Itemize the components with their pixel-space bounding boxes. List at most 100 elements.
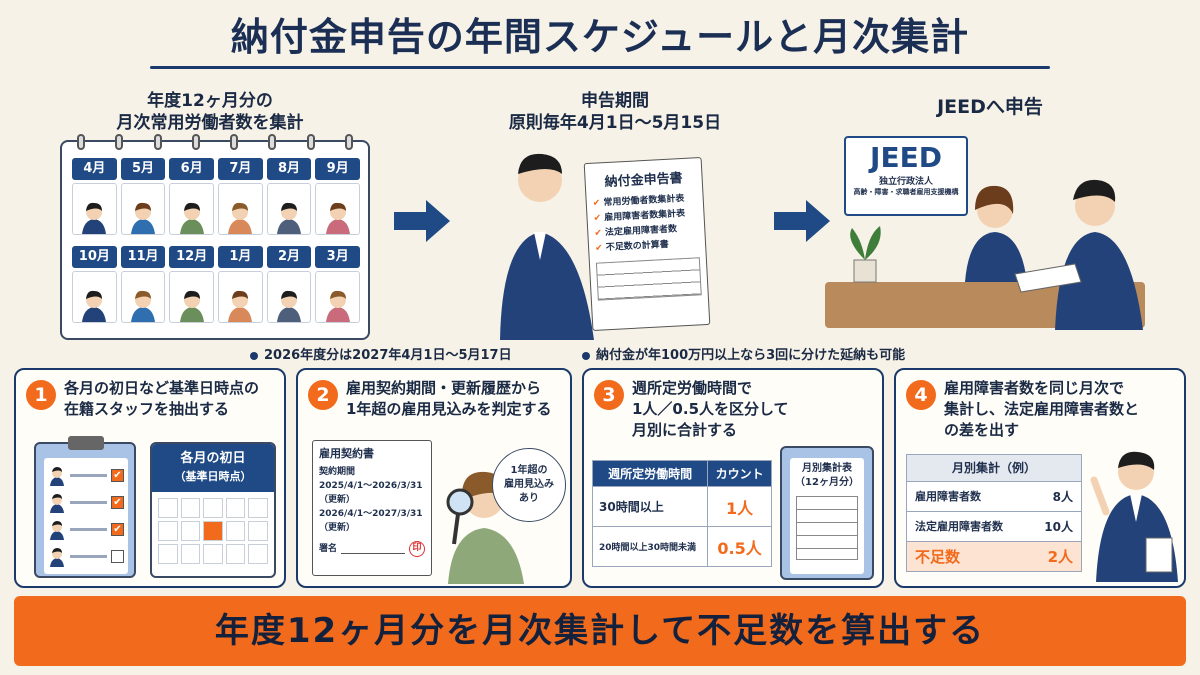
checklist-row: ✔ (48, 489, 124, 516)
staff-checklist-clipboard: ✔ ✔ ✔ (34, 436, 136, 578)
check-icon: ✔ (594, 228, 603, 239)
step-2-number: 2 (308, 380, 338, 410)
jeed-sign: JEED 独立行政法人 高齢・障害・求職者雇用支援機構 (844, 136, 968, 216)
calendar-month-0: 4月 (72, 158, 117, 235)
shortfall-row-3-label: 不足数 (915, 548, 961, 566)
step-4-number: 4 (906, 380, 936, 410)
step-1-text-line2: 在籍スタッフを抽出する (64, 400, 230, 418)
calendar-month-2: 6月 (169, 158, 215, 235)
checklist-row: ✔ (48, 516, 124, 543)
filing-period-title: 申告期間 (581, 91, 649, 111)
judgement-speech-bubble: 1年超の 雇用見込み あり (492, 448, 566, 522)
shortfall-row-2-label: 法定雇用障害者数 (915, 520, 1003, 533)
step-1-panel: 1 各月の初日など基準日時点の 在籍スタッフを抽出する ✔✔✔ 各月の初日 （基… (14, 368, 286, 588)
calendar-month-3: 7月 (218, 158, 263, 235)
employee-avatar-icon (228, 290, 253, 322)
month-label: 8月 (266, 158, 312, 180)
reception-staff-icon (965, 179, 1143, 330)
document-title: 納付金申告書 (604, 171, 684, 191)
month-cell (72, 271, 117, 323)
employee-avatar-icon (277, 290, 302, 322)
month-cell (120, 183, 166, 235)
summary-sheet-title: 月別集計表 (802, 463, 852, 474)
bullet-note-2-text: 納付金が年100万円以上なら3回に分けた延納も可能 (596, 348, 906, 363)
contract-sign-label: 署名 (319, 544, 338, 554)
hours-row-2-label: 20時間以上30時間未満 (599, 543, 697, 553)
jeed-sub-1: 独立行政法人 (878, 177, 933, 187)
hours-row-1: 30時間以上 (591, 486, 709, 527)
step-4-text-line3: の差を出す (944, 421, 1020, 439)
calendar-day-cell (180, 521, 201, 541)
step-4-panel: 4 雇用障害者数を同じ月次で 集計し、法定雇用障害者数と の差を出す 月別集計（… (894, 368, 1186, 588)
step-1-number: 1 (26, 380, 56, 410)
plant-icon (850, 226, 881, 283)
jeed-label: JEEDへ申告 (937, 96, 1043, 118)
step-4-text-line1: 雇用障害者数を同じ月次で (944, 379, 1125, 397)
calendar-month-4: 8月 (266, 158, 312, 235)
month-cell (169, 183, 215, 235)
jeed-logo-text: JEED (870, 141, 942, 174)
calendar-day-cell (158, 544, 178, 564)
filing-period-label: 申告期間 原則毎年4月1日〜5月15日 (470, 90, 760, 134)
month-label: 10月 (72, 246, 117, 268)
calendar-day-cell (225, 498, 246, 518)
calendar-day-cell (158, 498, 178, 518)
calendar-month-11: 3月 (315, 246, 361, 323)
bullet-note-1-text: 2026年度分は2027年4月1日〜5月17日 (264, 348, 512, 363)
arrow-right-icon (774, 200, 830, 242)
checkbox-icon: ✔ (111, 469, 124, 482)
staff-avatar-icon (50, 547, 64, 567)
employee-avatar-icon (131, 290, 155, 322)
checkbox-icon: ✔ (111, 496, 124, 509)
reference-date-calendar: 各月の初日 （基準日時点） (150, 442, 276, 578)
contract-line: （更新） (319, 495, 356, 505)
checklist-item-label: 雇用障害者数集計表 (604, 208, 686, 224)
employee-avatar-icon (82, 290, 107, 322)
page-title: 納付金申告の年間スケジュールと月次集計 (230, 15, 970, 59)
employee-avatar-icon (325, 290, 350, 322)
month-label: 4月 (72, 158, 117, 180)
person-explaining-icon (1090, 451, 1178, 582)
bubble-line1: 1年超の (510, 465, 548, 476)
checklist-row (48, 543, 124, 570)
employee-avatar-icon (228, 202, 253, 234)
shortfall-row-1-value: 8人 (1052, 490, 1073, 504)
employee-avatar-icon (179, 290, 204, 322)
hours-row-1-label: 30時間以上 (599, 500, 664, 514)
step-3-panel: 3 週所定労働時間で 1人／0.5人を区分して 月別に合計する 週所定労働時間カ… (582, 368, 884, 588)
calendar-day-cell (248, 544, 268, 564)
contract-title: 雇用契約書 (319, 447, 374, 460)
step-2-panel: 2 雇用契約期間・更新履歴から 1年超の雇用見込みを判定する 雇用契約書 契約期… (296, 368, 572, 588)
calendar-day-cell (180, 498, 201, 518)
reference-date-cell (203, 521, 223, 541)
checkbox-icon (111, 550, 124, 563)
calendar-month-10: 2月 (266, 246, 312, 323)
jeed-sub-2: 高齢・障害・求職者雇用支援機構 (853, 188, 959, 196)
month-label: 1月 (218, 246, 263, 268)
staff-avatar-icon (50, 493, 64, 513)
calendar-month-6: 10月 (72, 246, 117, 323)
month-cell (169, 271, 215, 323)
person-holding-document-icon (500, 153, 594, 340)
step-4-text-line2: 集計し、法定雇用障害者数と (944, 400, 1140, 418)
contract-line: 2025/4/1〜2026/3/31 (319, 481, 423, 491)
document-checklist: ✔ 常用労働者数集計表✔ 雇用障害者数集計表✔ 法定雇用障害者数✔ 不足数の計算… (592, 191, 699, 256)
month-label: 9月 (315, 158, 361, 180)
calendar-month-8: 12月 (169, 246, 215, 323)
employee-avatar-icon (82, 202, 107, 234)
month-cell (120, 271, 166, 323)
check-icon: ✔ (593, 213, 602, 224)
hours-row-2: 20時間以上30時間未満 (591, 526, 709, 567)
contract-line: 2026/4/1〜2027/3/31 (319, 509, 423, 519)
hours-column-header: 週所定労働時間 (591, 460, 709, 487)
calendar-label-line2: 月次常用労働者数を集計 (116, 113, 304, 133)
summary-sheet-subtitle: （12ヶ月分） (795, 477, 859, 488)
summary-banner: 年度12ヶ月分を月次集計して不足数を算出する (14, 596, 1186, 666)
